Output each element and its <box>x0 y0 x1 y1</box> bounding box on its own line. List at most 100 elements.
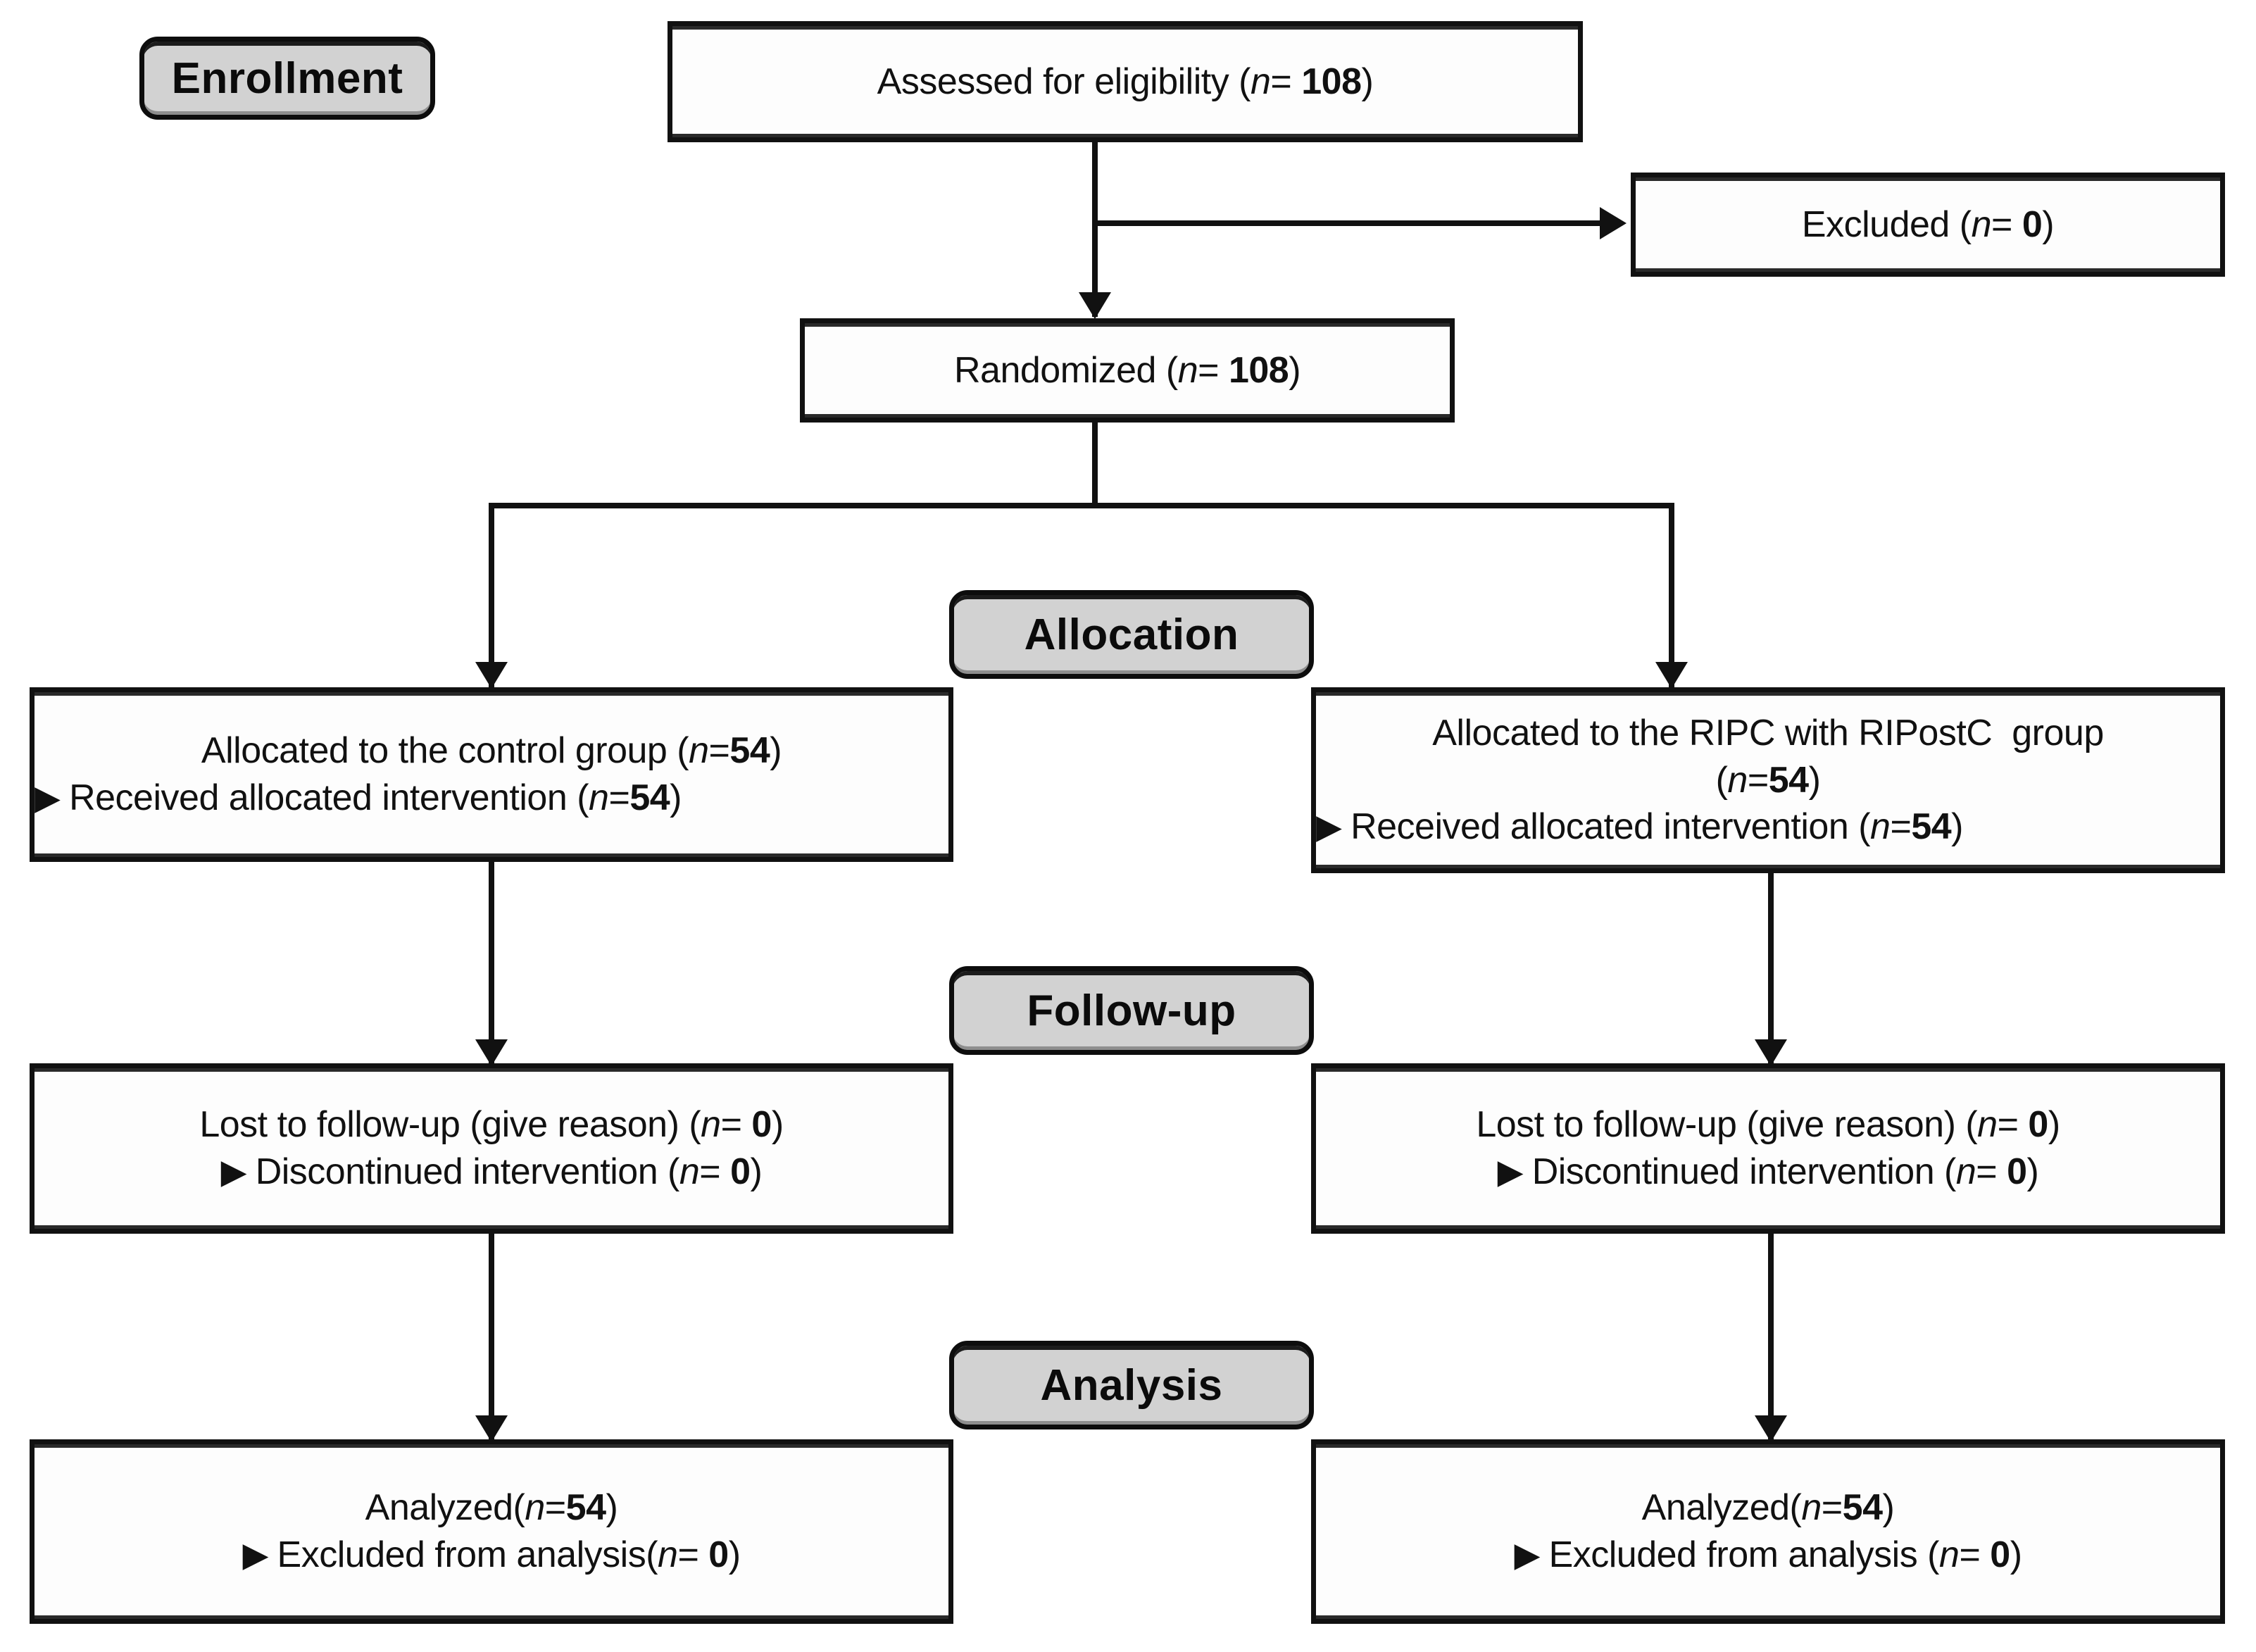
arrowhead-to-analysis-left <box>475 1415 508 1442</box>
connector-split-left-down <box>489 503 494 687</box>
node-randomized: Randomized (n= 108) <box>800 318 1455 423</box>
node-line-text: Received allocated intervention ( <box>69 777 589 818</box>
node-assessed-for-eligibility: Assessed for eligibility (n= 108) <box>668 21 1583 142</box>
connector-alloc-right-to-follow-right <box>1768 872 1774 1063</box>
count-value: 0 <box>1990 1534 2010 1575</box>
arrowhead-to-alloc-left <box>475 662 508 689</box>
equals-sign: = <box>544 1487 566 1529</box>
triangle-bullet-icon: ▶ <box>1514 1537 1549 1575</box>
equals-sign: = <box>608 777 630 818</box>
node-line: Assessed for eligibility (n= 108) <box>672 58 1578 106</box>
connector-to-excluded <box>1092 220 1605 226</box>
triangle-bullet-icon: ▶ <box>220 1153 256 1191</box>
node-followup-control: Lost to follow-up (give reason) (n= 0)▶ … <box>30 1063 953 1234</box>
node-line: (n=54) <box>1316 757 2220 804</box>
stage-label-analysis-text: Analysis <box>1040 1360 1223 1410</box>
n-symbol: n <box>689 730 709 772</box>
arrowhead-to-analysis-right <box>1755 1415 1787 1442</box>
node-line: Lost to follow-up (give reason) (n= 0) <box>35 1101 948 1149</box>
count-value: 0 <box>730 1151 751 1192</box>
triangle-bullet-icon: ▶ <box>1497 1153 1532 1191</box>
n-symbol: n <box>1250 61 1271 102</box>
node-line: Allocated to the RIPC with RIPostC group <box>1316 710 2220 757</box>
stage-label-followup: Follow-up <box>949 966 1314 1055</box>
node-line-text: Assessed for eligibility ( <box>877 61 1251 102</box>
n-symbol: n <box>1977 1104 1998 1146</box>
n-symbol: n <box>1177 349 1198 391</box>
node-line: ▶ Received allocated intervention (n=54) <box>35 775 948 822</box>
n-symbol: n <box>679 1151 700 1192</box>
equals-sign: = <box>1890 806 1912 848</box>
connector-alloc-left-to-follow-left <box>489 861 494 1063</box>
count-value: 108 <box>1301 61 1362 102</box>
equals-sign: = <box>720 1104 752 1146</box>
node-analysis-ripc: Analyzed(n=54)▶ Excluded from analysis (… <box>1311 1439 2225 1624</box>
node-line-text: Excluded from analysis ( <box>1548 1534 1940 1575</box>
triangle-bullet-icon: ▶ <box>242 1537 277 1575</box>
equals-sign: = <box>699 1151 731 1192</box>
node-line-text: Lost to follow-up (give reason) ( <box>1476 1104 1978 1146</box>
arrowhead-to-follow-right <box>1755 1039 1787 1066</box>
node-line: Excluded (n= 0) <box>1636 201 2220 249</box>
connector-split-right-down <box>1669 503 1674 687</box>
equals-sign: = <box>1198 349 1229 391</box>
closing-paren: ) <box>1361 61 1374 102</box>
node-line: ▶ Discontinued intervention (n= 0) <box>1316 1149 2220 1196</box>
connector-randomized-stem <box>1092 421 1098 507</box>
equals-sign: = <box>708 730 730 772</box>
node-line: ▶ Excluded from analysis(n= 0) <box>35 1532 948 1579</box>
closing-paren: ) <box>1951 806 1963 848</box>
node-line-text: Received allocated intervention ( <box>1351 806 1871 848</box>
closing-paren: ) <box>2010 1534 2022 1575</box>
count-value: 0 <box>708 1534 729 1575</box>
count-value: 54 <box>1911 806 1952 848</box>
stage-label-allocation: Allocation <box>949 590 1314 679</box>
closing-paren: ) <box>750 1151 763 1192</box>
n-symbol: n <box>1870 806 1891 848</box>
arrowhead-to-alloc-right <box>1655 662 1688 689</box>
node-line: ▶ Excluded from analysis (n= 0) <box>1316 1532 2220 1579</box>
node-line-text: Analyzed( <box>365 1487 525 1529</box>
closing-paren: ) <box>670 777 682 818</box>
count-value: 0 <box>2007 1151 2027 1192</box>
count-value: 54 <box>729 730 770 772</box>
node-line: ▶ Discontinued intervention (n= 0) <box>35 1149 948 1196</box>
count-value: 0 <box>751 1104 772 1146</box>
n-symbol: n <box>1939 1534 1960 1575</box>
n-symbol: n <box>1971 204 1992 245</box>
count-value: 54 <box>1842 1487 1883 1529</box>
node-line: Lost to follow-up (give reason) (n= 0) <box>1316 1101 2220 1149</box>
equals-sign: = <box>1976 1151 2007 1192</box>
closing-paren: ) <box>770 730 782 772</box>
connector-assessed-to-randomized <box>1092 141 1098 317</box>
closing-paren: ) <box>1808 759 1821 801</box>
stage-label-enrollment-text: Enrollment <box>171 54 403 103</box>
n-symbol: n <box>525 1487 545 1529</box>
equals-sign: = <box>1747 759 1769 801</box>
closing-paren: ) <box>728 1534 741 1575</box>
triangle-bullet-icon: ▶ <box>35 780 70 818</box>
n-symbol: n <box>701 1104 721 1146</box>
node-line-text: Discontinued intervention ( <box>255 1151 680 1192</box>
node-line-text: Lost to follow-up (give reason) ( <box>199 1104 701 1146</box>
equals-sign: = <box>677 1534 709 1575</box>
node-line-text: Discontinued intervention ( <box>1531 1151 1957 1192</box>
closing-paren: ) <box>1882 1487 1895 1529</box>
stage-label-enrollment: Enrollment <box>139 37 435 120</box>
n-symbol: n <box>1955 1151 1976 1192</box>
n-symbol: n <box>1727 759 1748 801</box>
node-line-text: Excluded from analysis( <box>277 1534 658 1575</box>
equals-sign: = <box>1991 204 2022 245</box>
arrowhead-to-randomized <box>1079 292 1111 319</box>
arrowhead-to-excluded <box>1600 207 1627 239</box>
node-allocated-control: Allocated to the control group (n=54)▶ R… <box>30 687 953 862</box>
node-line-text: Analyzed( <box>1641 1487 1802 1529</box>
stage-label-followup-text: Follow-up <box>1027 986 1236 1035</box>
node-line-text: ( <box>1715 759 1728 801</box>
count-value: 54 <box>629 777 670 818</box>
count-value: 0 <box>2022 204 2043 245</box>
count-value: 54 <box>1768 759 1809 801</box>
n-symbol: n <box>589 777 609 818</box>
stage-label-analysis: Analysis <box>949 1341 1314 1429</box>
